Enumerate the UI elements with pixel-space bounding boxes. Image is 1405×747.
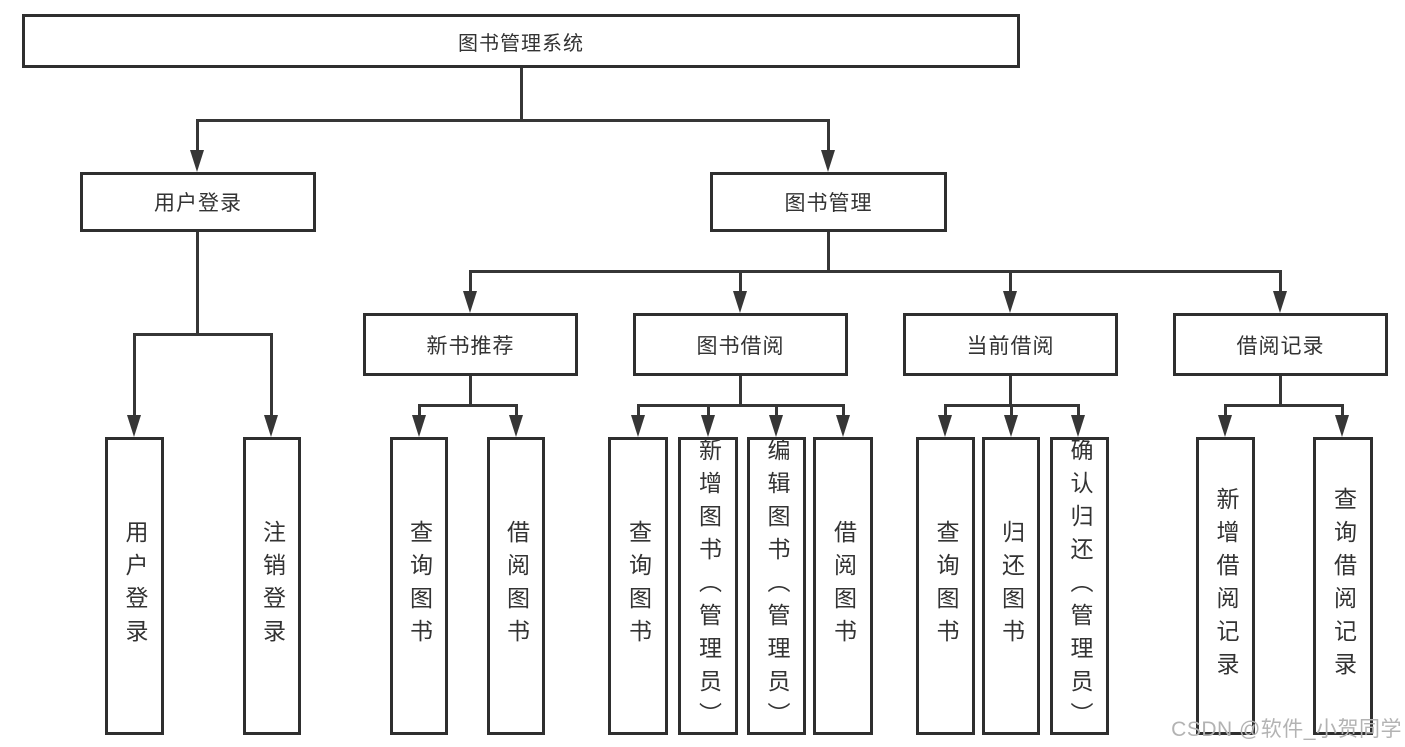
leaf-current-return-books-label: 归还图书 [998, 520, 1025, 652]
node-root-label: 图书管理系统 [458, 32, 584, 55]
connector-line [1224, 404, 1344, 407]
arrow-down-icon [938, 415, 952, 437]
connector-line [133, 333, 136, 417]
node-current-borrowing: 当前借阅 [903, 313, 1118, 376]
leaf-borrowing-edit-books-label: 编辑图书（管理员） [764, 437, 790, 735]
connector-line [827, 119, 830, 152]
connector-line [133, 333, 273, 336]
node-root: 图书管理系统 [22, 14, 1020, 68]
leaf-borrowing-edit-books: 编辑图书（管理员） [747, 437, 806, 735]
arrow-down-icon [1273, 291, 1287, 313]
connector-line [1224, 404, 1227, 417]
arrow-down-icon [821, 150, 835, 172]
node-new-book-recommend-label: 新书推荐 [426, 334, 515, 358]
leaf-records-query-record: 查询借阅记录 [1313, 437, 1373, 735]
connector-line [944, 404, 947, 417]
arrow-down-icon [509, 415, 523, 437]
leaf-logout: 注销登录 [243, 437, 301, 735]
node-new-book-recommend: 新书推荐 [363, 313, 578, 376]
connector-line [196, 230, 199, 336]
csdn-watermark: CSDN @软件_小贺同学 [1171, 718, 1402, 741]
connector-line [1077, 404, 1080, 417]
connector-line [469, 270, 472, 293]
leaf-logout-label: 注销登录 [259, 520, 286, 652]
connector-line [842, 404, 845, 417]
node-user-login: 用户登录 [80, 172, 316, 232]
arrow-down-icon [463, 291, 477, 313]
connector-line [707, 404, 710, 417]
node-book-management-label: 图书管理 [784, 192, 873, 215]
arrow-down-icon [733, 291, 747, 313]
connector-line [739, 270, 742, 293]
node-user-login-label: 用户登录 [154, 192, 242, 215]
arrow-down-icon [190, 150, 204, 172]
arrow-down-icon [769, 415, 783, 437]
node-borrowing-records: 借阅记录 [1173, 313, 1388, 376]
arrow-down-icon [836, 415, 850, 437]
connector-line [775, 404, 778, 417]
connector-line [1009, 376, 1012, 407]
arrow-down-icon [1071, 415, 1085, 437]
arrow-down-icon [412, 415, 426, 437]
leaf-borrowing-borrow-books-label: 借阅图书 [830, 520, 857, 652]
leaf-current-query-books-label: 查询图书 [933, 520, 959, 652]
connector-line [637, 404, 844, 407]
arrow-down-icon [1218, 415, 1232, 437]
arrow-down-icon [1335, 415, 1349, 437]
connector-line [469, 376, 472, 407]
leaf-current-query-books: 查询图书 [916, 437, 975, 735]
leaf-user-login-label: 用户登录 [122, 520, 148, 652]
connector-line [520, 68, 523, 121]
connector-line [1009, 270, 1012, 293]
leaf-records-add-record: 新增借阅记录 [1196, 437, 1255, 735]
node-book-borrowing-label: 图书借阅 [696, 334, 785, 358]
arrow-down-icon [701, 415, 715, 437]
leaf-records-add-record-label: 新增借阅记录 [1213, 487, 1239, 685]
leaf-current-confirm-return: 确认归还（管理员） [1050, 437, 1109, 735]
node-book-management: 图书管理 [710, 172, 947, 232]
leaf-current-confirm-return-label: 确认归还（管理员） [1067, 437, 1093, 735]
leaf-recommend-query-books-label: 查询图书 [406, 520, 433, 652]
arrow-down-icon [264, 415, 278, 437]
leaf-recommend-borrow-books-label: 借阅图书 [503, 520, 530, 652]
leaf-user-login: 用户登录 [105, 437, 164, 735]
node-book-borrowing: 图书借阅 [633, 313, 848, 376]
connector-line [739, 376, 742, 407]
leaf-borrowing-borrow-books: 借阅图书 [813, 437, 873, 735]
connector-line [515, 404, 518, 417]
leaf-borrowing-add-books-label: 新增图书（管理员） [695, 437, 722, 735]
connector-line [270, 333, 273, 417]
connector-line [1341, 404, 1344, 417]
leaf-borrowing-add-books: 新增图书（管理员） [678, 437, 738, 735]
leaf-recommend-query-books: 查询图书 [390, 437, 448, 735]
connector-line [196, 119, 830, 122]
connector-line [418, 404, 421, 417]
node-borrowing-records-label: 借阅记录 [1236, 334, 1325, 358]
leaf-current-return-books: 归还图书 [982, 437, 1040, 735]
connector-line [637, 404, 640, 417]
connector-line [1279, 376, 1282, 407]
arrow-down-icon [127, 415, 141, 437]
node-current-borrowing-label: 当前借阅 [966, 334, 1055, 358]
leaf-records-query-record-label: 查询借阅记录 [1330, 487, 1357, 685]
connector-line [418, 404, 518, 407]
arrow-down-icon [1004, 415, 1018, 437]
connector-line [1010, 404, 1013, 417]
connector-line [469, 270, 1282, 273]
arrow-down-icon [1003, 291, 1017, 313]
leaf-recommend-borrow-books: 借阅图书 [487, 437, 545, 735]
leaf-borrowing-query-books: 查询图书 [608, 437, 668, 735]
leaf-borrowing-query-books-label: 查询图书 [625, 520, 652, 652]
arrow-down-icon [631, 415, 645, 437]
connector-line [196, 119, 199, 152]
connector-line [827, 230, 830, 273]
connector-line [1279, 270, 1282, 293]
